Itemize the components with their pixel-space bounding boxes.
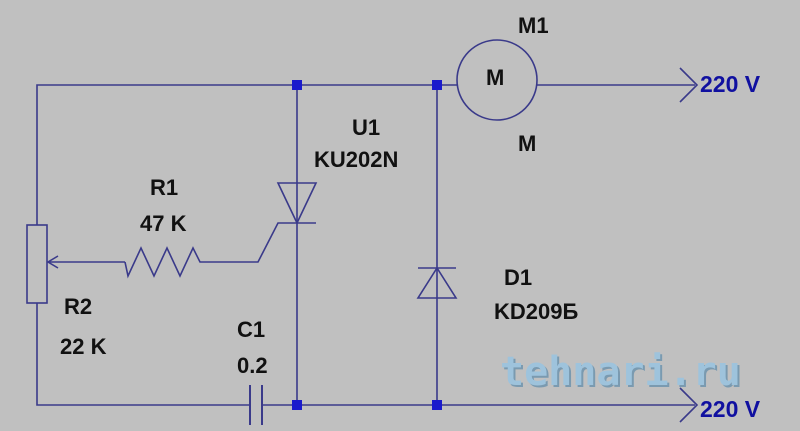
motor-ref: M1 <box>518 13 549 38</box>
r1-ref: R1 <box>150 175 179 200</box>
r1-value: 47 K <box>140 211 187 236</box>
motor-m1 <box>456 39 538 121</box>
motor-value: M <box>518 131 537 156</box>
resistor-r1 <box>124 246 207 279</box>
supply-top-label: 220 V <box>700 71 761 97</box>
arrow-bottom <box>679 387 699 423</box>
capacitor-c1 <box>249 385 263 425</box>
supply-bottom-label: 220 V <box>700 396 761 422</box>
wires <box>36 84 695 406</box>
d1-value: KD209Б <box>494 299 579 324</box>
r2-ref: R2 <box>64 294 93 319</box>
r2-value: 22 K <box>60 334 107 359</box>
d1-ref: D1 <box>504 265 533 290</box>
c1-value: 0.2 <box>237 353 268 378</box>
c1-ref: C1 <box>237 317 266 342</box>
arrow-top <box>679 67 699 103</box>
gate-lead <box>207 222 316 263</box>
thyristor-value: KU202N <box>314 147 399 172</box>
watermark: tehnari.ru <box>500 349 741 395</box>
junctions <box>292 80 442 410</box>
thyristor-u1 <box>276 182 318 225</box>
thyristor-ref: U1 <box>352 115 381 140</box>
diode-d1 <box>416 266 458 299</box>
potentiometer-r2 <box>26 224 125 304</box>
motor-symbol: M <box>486 65 505 90</box>
